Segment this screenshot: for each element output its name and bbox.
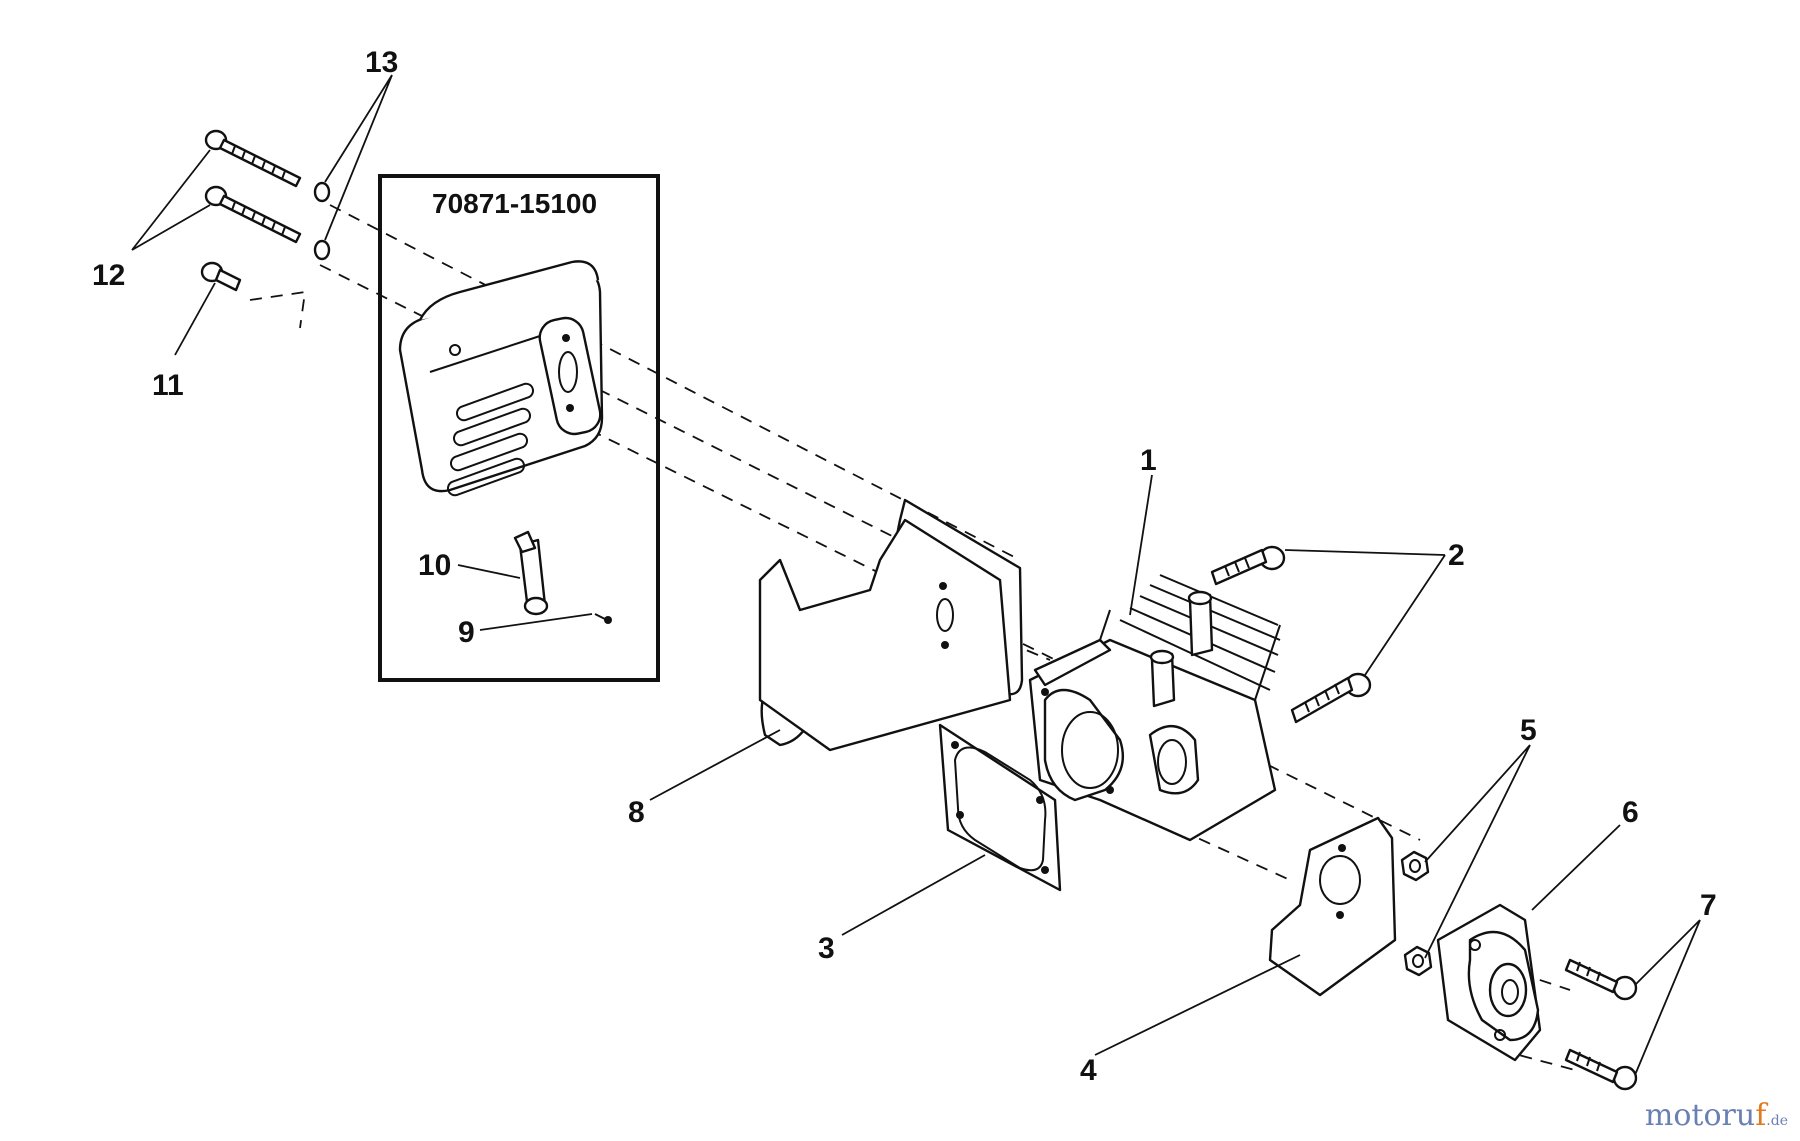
short-screw: [200, 261, 242, 292]
cylinder-bolt-upper: [1210, 545, 1286, 586]
muffler: [398, 260, 604, 497]
muffler-kit-box: 70871-15100: [378, 174, 660, 682]
nut-upper: [1400, 850, 1430, 882]
washer-upper: [313, 181, 331, 203]
callout-7: 7: [1700, 889, 1717, 922]
watermark-main: motoru: [1644, 1098, 1756, 1133]
callout-labels: 1 2 3 4 5 6 7 8 9 10 11 12 13: [92, 46, 1717, 1087]
washer-lower: [313, 239, 331, 261]
spark-arrestor: [513, 530, 549, 616]
callout-10: 10: [418, 549, 451, 582]
callout-13: 13: [365, 46, 398, 79]
watermark-accent: f: [1755, 1098, 1767, 1133]
arrestor-screw: [594, 613, 612, 624]
bolt-upper: [204, 129, 302, 188]
cylinder-bolt-lower: [1290, 672, 1372, 724]
kit-part-number: 70871-15100: [432, 188, 597, 219]
intake-nuts: [1400, 850, 1433, 977]
callout-3: 3: [818, 932, 835, 965]
leader-lines: [131, 74, 1701, 1076]
callout-5: 5: [1520, 714, 1537, 747]
intake-bolts: [1564, 958, 1638, 1091]
cylinder: [1028, 574, 1281, 842]
callout-12: 12: [92, 259, 125, 292]
intake-bolt-upper: [1564, 958, 1638, 1001]
callout-4: 4: [1080, 1054, 1097, 1087]
callout-1: 1: [1140, 444, 1157, 477]
callout-6: 6: [1622, 796, 1639, 829]
heat-shield: [758, 498, 1024, 752]
cylinder-gasket: [938, 723, 1062, 892]
callout-11: 11: [152, 369, 184, 402]
cylinder-bolts: [1210, 545, 1372, 724]
bolt-lower: [204, 185, 302, 244]
callout-2: 2: [1448, 539, 1465, 572]
intake-bolt-lower: [1564, 1048, 1638, 1091]
nut-lower: [1403, 945, 1433, 977]
intake-insulator: [1436, 903, 1542, 1062]
callout-9: 9: [458, 616, 475, 649]
watermark-logo: motoruf.de: [1645, 1098, 1788, 1133]
kit-frame: [378, 174, 660, 682]
callout-8: 8: [628, 796, 645, 829]
intake-gasket: [1268, 816, 1397, 997]
watermark-tld: .de: [1766, 1113, 1788, 1129]
muffler-bolts: [200, 129, 331, 292]
